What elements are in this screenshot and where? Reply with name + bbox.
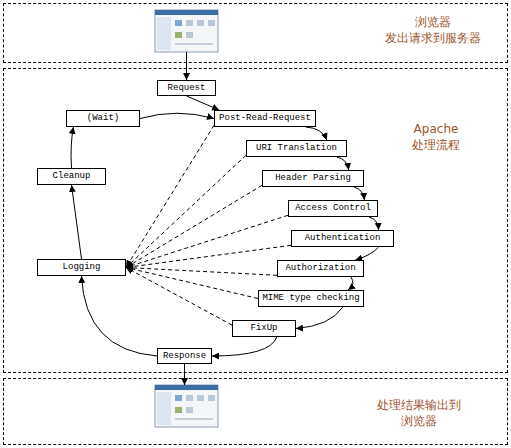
window-frame	[155, 385, 218, 427]
process-box: Cleanup	[37, 168, 106, 185]
step-label: MIME type checking	[262, 293, 359, 303]
window-icon	[208, 20, 215, 26]
window-icon	[197, 20, 204, 26]
step-label: Authorization	[285, 263, 355, 273]
process-box: Authorization	[277, 260, 364, 277]
step-label: Request	[168, 83, 206, 93]
window-titlebar	[155, 10, 218, 15]
log-arrow	[126, 155, 246, 267]
window-titlebar	[155, 385, 218, 390]
process-box: Logging	[37, 259, 126, 276]
window-icon	[186, 32, 193, 38]
flow-arrow	[82, 276, 158, 356]
process-box: MIME type checking	[258, 290, 364, 307]
region-title: 浏览器 发出请求到服务器	[373, 14, 493, 46]
window-line	[175, 418, 213, 420]
window-icon	[175, 20, 182, 26]
flow-arrow	[369, 217, 379, 230]
process-box: Access Control	[288, 200, 378, 217]
flow-arrow	[306, 127, 327, 140]
flow-arrow	[296, 307, 343, 329]
process-box: FixUp	[232, 320, 296, 337]
window-sidebar	[157, 392, 171, 425]
window-icon	[208, 395, 215, 401]
step-label: Cleanup	[53, 171, 91, 181]
flow-arrow	[140, 113, 214, 118]
step-label: Access Control	[295, 203, 371, 213]
step-label: URI Translation	[256, 143, 337, 153]
process-box: Post-Read-Request	[214, 110, 316, 127]
process-box: Authentication	[291, 230, 394, 247]
window-icon	[175, 407, 182, 413]
window-frame	[155, 10, 218, 52]
window-icon	[197, 395, 204, 401]
process-box: Request	[157, 80, 216, 96]
flow-arrow	[71, 127, 73, 168]
step-label: Post-Read-Request	[219, 113, 311, 123]
region-band: 浏览器 发出请求到服务器	[3, 3, 508, 63]
log-arrow	[126, 268, 277, 276]
window-sidebar	[157, 17, 171, 50]
request-arrow	[186, 52, 187, 80]
window-line	[175, 43, 213, 45]
log-arrow	[126, 125, 214, 267]
log-arrow	[126, 268, 258, 299]
region-band: Apache 处理流程 Request (Wait) Post-Read-Reques…	[3, 68, 508, 373]
region-title: 处理结果输出到 浏览器	[359, 397, 479, 429]
flow-arrow	[348, 277, 353, 290]
flow-arrow	[355, 247, 378, 260]
flow-arrow	[187, 96, 220, 110]
step-label: FixUp	[250, 323, 277, 333]
step-label: Response	[163, 351, 206, 361]
process-box: URI Translation	[246, 140, 347, 157]
window-icon	[186, 395, 193, 401]
region-band: 处理结果输出到 浏览器	[3, 378, 508, 445]
process-box: Header Parsing	[262, 170, 364, 187]
step-label: Authentication	[305, 233, 381, 243]
browser-screenshot	[155, 10, 218, 52]
flow-arrow	[337, 157, 349, 170]
window-icon	[186, 20, 193, 26]
log-arrow	[126, 215, 288, 267]
flow-arrow	[212, 337, 277, 356]
output-arrow	[184, 364, 185, 385]
process-box: Response	[157, 348, 212, 364]
log-arrow	[126, 185, 262, 267]
log-arrow	[126, 245, 291, 267]
flow-arrow	[72, 185, 82, 259]
window-icon	[175, 32, 182, 38]
step-label: Logging	[63, 262, 101, 272]
flow-arrow	[354, 187, 365, 200]
process-box: (Wait)	[66, 110, 140, 127]
region-title: Apache 处理流程	[401, 121, 471, 153]
browser-screenshot	[155, 385, 218, 427]
window-icon	[186, 407, 193, 413]
window-icon	[175, 395, 182, 401]
step-label: Header Parsing	[275, 173, 351, 183]
log-arrow	[126, 268, 232, 326]
step-label: (Wait)	[87, 113, 119, 123]
